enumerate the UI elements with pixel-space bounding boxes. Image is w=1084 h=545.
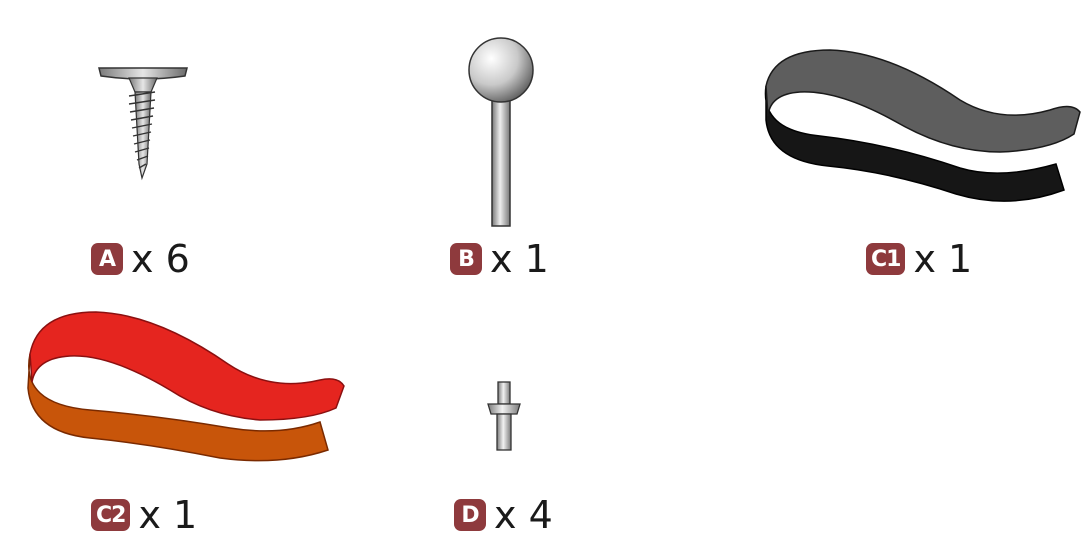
part-quantity: x 1 <box>913 237 973 281</box>
strip-top <box>29 311 345 421</box>
black-strip-icon <box>764 49 1081 202</box>
part-badge: B <box>450 243 482 275</box>
strip-bottom <box>764 85 1065 202</box>
part-quantity: x 1 <box>138 493 198 537</box>
part-badge: C1 <box>866 243 906 275</box>
small-peg-icon <box>487 381 521 451</box>
strip-bottom <box>27 353 329 462</box>
strip-top <box>765 49 1081 153</box>
screw-icon <box>98 67 188 181</box>
part-badge: A <box>91 243 123 275</box>
part-badge: C2 <box>91 499 131 531</box>
part-badge: D <box>454 499 486 531</box>
red-strip-icon <box>27 311 345 462</box>
part-quantity: x 1 <box>490 237 549 281</box>
part-quantity: x 4 <box>494 493 553 537</box>
ball-pin-icon <box>468 37 534 227</box>
part-quantity: x 6 <box>131 237 190 281</box>
